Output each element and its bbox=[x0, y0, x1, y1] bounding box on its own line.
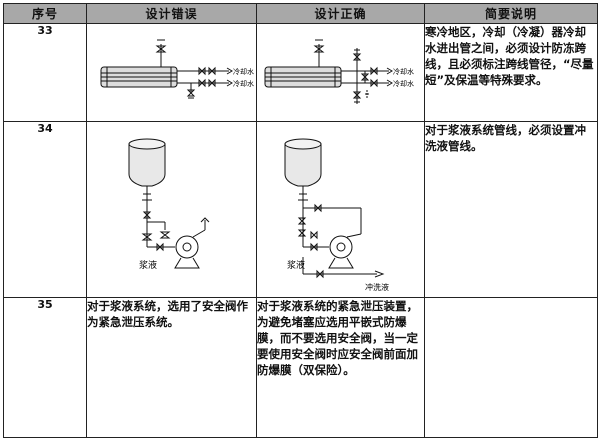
flush-liquid-label: 冲洗液 bbox=[365, 282, 389, 292]
header-right-design: 设计正确 bbox=[256, 3, 425, 24]
row-number: 34 bbox=[3, 121, 87, 298]
cooling-water-label: 冷却水 bbox=[393, 79, 414, 88]
wrong-design-text: 对于浆液系统，选用了安全阀作为紧急泄压系统。 bbox=[86, 297, 257, 438]
wrong-design-figure: 冷却水 冷却水 bbox=[86, 23, 257, 122]
slurry-diagram-right: 浆液 冲洗液 bbox=[284, 138, 389, 292]
note-text: 寒冷地区，冷却（冷凝）器冷却水进出管之间，必须设计防冻跨线，且必须标注跨线管径，… bbox=[424, 23, 598, 122]
condenser-diagram-right: 冷却水 冷却水 bbox=[264, 39, 414, 104]
condenser-diagram-wrong: 冷却水 冷却水 bbox=[100, 39, 254, 99]
slurry-diagram-wrong: 浆液 bbox=[128, 138, 210, 271]
table-row-33: 33 bbox=[3, 23, 598, 122]
note-text bbox=[424, 297, 598, 438]
row-number: 35 bbox=[3, 297, 87, 438]
slurry-label: 浆液 bbox=[139, 259, 157, 271]
slurry-label: 浆液 bbox=[287, 259, 305, 271]
right-design-figure: 冷却水 冷却水 bbox=[256, 23, 425, 122]
note-text: 对于浆液系统管线，必须设置冲洗液管线。 bbox=[424, 121, 598, 298]
header-note: 简要说明 bbox=[424, 3, 598, 24]
row-number: 33 bbox=[3, 23, 87, 122]
table-row-35: 35 对于浆液系统，选用了安全阀作为紧急泄压系统。 对于浆液系统的紧急泄压装置，… bbox=[3, 297, 598, 438]
right-design-figure: 浆液 冲洗液 bbox=[256, 121, 425, 298]
cooling-water-label: 冷却水 bbox=[393, 67, 414, 76]
header-row: 序号 设计错误 设计正确 简要说明 bbox=[3, 3, 598, 24]
design-comparison-table: 序号 设计错误 设计正确 简要说明 33 bbox=[3, 3, 598, 438]
cooling-water-label: 冷却水 bbox=[233, 67, 254, 76]
wrong-design-figure: 浆液 bbox=[86, 121, 257, 298]
table-row-34: 34 bbox=[3, 121, 598, 298]
cooling-water-label: 冷却水 bbox=[233, 79, 254, 88]
header-wrong-design: 设计错误 bbox=[86, 3, 257, 24]
right-design-text: 对于浆液系统的紧急泄压装置，为避免堵塞应选用平嵌式防爆膜，而不要选用安全阀，当一… bbox=[256, 297, 425, 438]
header-no: 序号 bbox=[3, 3, 87, 24]
